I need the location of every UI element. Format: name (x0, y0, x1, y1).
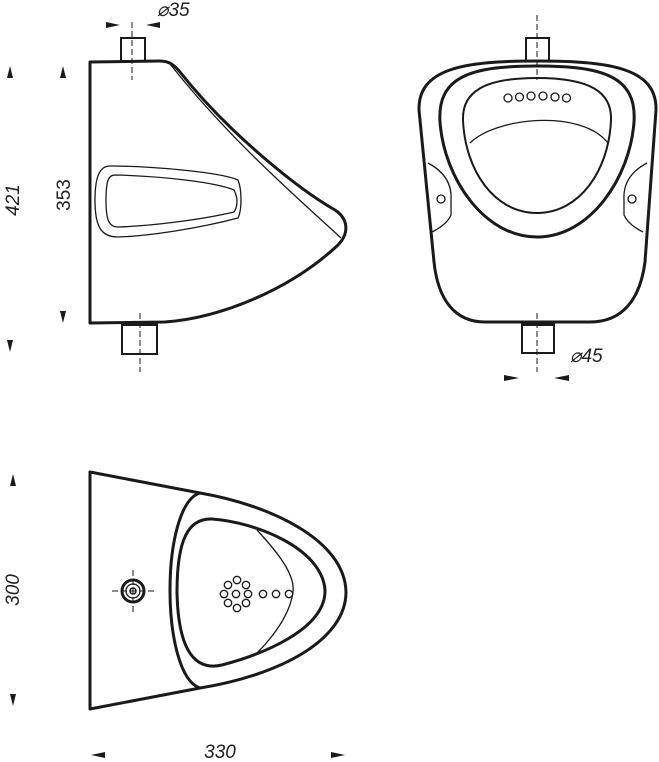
outlet-diameter-label: ⌀45 (570, 346, 603, 367)
drain-hole (241, 598, 251, 608)
dim-arrow-up (60, 66, 66, 78)
dim-arrow-left (554, 375, 569, 381)
spray-hole (503, 93, 513, 103)
side-body-outline (88, 59, 348, 325)
spray-hole (550, 92, 560, 102)
top-bowl-inner (175, 517, 327, 668)
inlet-connector (112, 570, 154, 612)
right-mount-hole (627, 194, 637, 204)
spray-hole (538, 91, 548, 101)
drain-hole (271, 589, 281, 599)
dim-arrow-down (7, 340, 13, 352)
spray-holes (503, 91, 572, 103)
drain-hole (232, 575, 242, 585)
drain-hole (258, 589, 268, 599)
top-rim-line (168, 491, 201, 690)
front-view: ⌀45 (417, 15, 658, 381)
spray-hole (514, 92, 525, 102)
body-height-label: 353 (54, 179, 75, 211)
side-rim-line (169, 63, 342, 239)
bottom-outlet-pipe (521, 323, 555, 354)
front-bowl-curve (469, 119, 609, 144)
drain-hole (232, 603, 242, 613)
drain-hole (223, 598, 233, 608)
width-label: 330 (204, 742, 236, 762)
side-view: ⌀35 421 353 (3, 0, 348, 372)
overall-height-label: 421 (3, 184, 24, 216)
side-bowl-outer (94, 165, 242, 238)
top-inlet-pipe (525, 37, 550, 62)
drain-hole (219, 589, 229, 599)
pipe-diameter-label: ⌀35 (157, 0, 190, 21)
spray-hole (561, 93, 572, 103)
drain-hole (284, 589, 294, 599)
dim-arrow-left (146, 22, 160, 28)
right-mount-ear (623, 162, 648, 233)
dim-arrow-down (10, 694, 16, 706)
drain-hole (241, 580, 251, 590)
drain-hole (223, 580, 233, 590)
dim-arrow-right (504, 375, 519, 381)
drain-hole (243, 589, 253, 599)
left-mount-hole (436, 194, 446, 204)
top-body-outline (88, 470, 348, 711)
top-view: 300 330 (3, 470, 348, 762)
dim-arrow-left (91, 752, 105, 758)
drain-hole (231, 589, 241, 599)
dim-arrow-right (106, 22, 120, 28)
dim-arrow-up (7, 66, 13, 78)
spray-hole (526, 91, 536, 101)
drain-holes (219, 575, 294, 613)
front-bowl-inner (461, 76, 613, 215)
side-bowl-inner (105, 174, 238, 228)
front-rim-outer (438, 64, 636, 239)
dim-arrow-right (331, 752, 345, 758)
top-inlet-pipe (120, 37, 146, 62)
depth-label: 300 (3, 574, 24, 606)
dim-arrow-down (60, 311, 66, 323)
front-body-outline (417, 59, 658, 324)
left-mount-ear (427, 162, 452, 233)
top-bowl-curve (256, 529, 294, 654)
dim-arrow-up (10, 474, 16, 486)
